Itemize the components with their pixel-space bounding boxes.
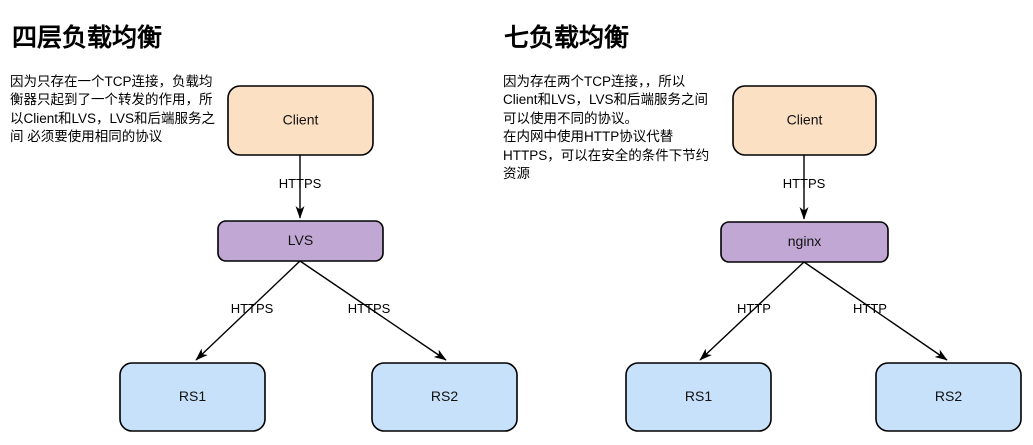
edge-label-lvs-to-rs2: HTTPS (348, 301, 391, 316)
node-rs1-label: RS1 (179, 388, 206, 404)
edge-label-nginx-to-rs1: HTTP (737, 301, 771, 316)
node-rs2-layer4[interactable]: RS2 (371, 362, 518, 432)
panel-description-layer7: 因为存在两个TCP连接，，所以Client和LVS，LVS和后端服务之间可以使用… (503, 74, 710, 182)
node-client-layer7[interactable]: Client (732, 85, 877, 156)
node-lvs-shape[interactable] (217, 220, 384, 262)
edge-label-lvs-to-rs1: HTTPS (231, 301, 274, 316)
edge-lvs-to-rs1 (195, 260, 301, 361)
node-rs1-shape[interactable] (119, 362, 266, 432)
node-rs2-label: RS2 (431, 388, 458, 404)
node-rs1-shape[interactable] (625, 362, 772, 432)
node-client-label: Client (787, 112, 823, 128)
edge-label-client-to-lvs: HTTPS (279, 176, 322, 191)
node-lvs[interactable]: LVS (217, 220, 384, 262)
node-nginx-shape[interactable] (720, 221, 889, 263)
node-rs2-shape[interactable] (371, 362, 518, 432)
node-client-shape[interactable] (732, 85, 877, 156)
node-rs1-layer7[interactable]: RS1 (625, 362, 772, 432)
panel-description-layer4: 因为只存在一个TCP连接，负载均衡器只起到了一个转发的作用，所以Client和L… (10, 74, 216, 145)
panel-layer4: 四层负载均衡 因为只存在一个TCP连接，负载均衡器只起到了一个转发的作用，所以C… (0, 0, 518, 445)
edge-nginx-to-rs1 (699, 261, 805, 361)
node-client-label: Client (283, 112, 319, 128)
node-rs2-label: RS2 (935, 388, 962, 404)
diagram-layer4: HTTPS HTTPS HTTPS Client LVS RS1 RS2 (119, 85, 518, 432)
edge-lvs-to-rs2 (299, 260, 447, 361)
node-rs1-label: RS1 (685, 388, 712, 404)
node-rs2-shape[interactable] (875, 362, 1022, 432)
node-lvs-label: LVS (288, 232, 313, 248)
panel-title-layer7: 七负载均衡 (504, 24, 630, 52)
panel-layer7: 七负载均衡 因为存在两个TCP连接，，所以Client和LVS，LVS和后端服务… (495, 0, 1033, 445)
node-nginx-label: nginx (788, 233, 821, 249)
node-rs1-layer4[interactable]: RS1 (119, 362, 266, 432)
panel-title-layer4: 四层负载均衡 (12, 24, 163, 52)
edge-nginx-to-rs2 (803, 261, 948, 361)
node-client-shape[interactable] (227, 85, 374, 156)
node-client-layer4[interactable]: Client (227, 85, 374, 156)
diagram-layer7: HTTPS HTTP HTTP Client nginx RS1 RS2 (625, 85, 1022, 432)
node-rs2-layer7[interactable]: RS2 (875, 362, 1022, 432)
edge-label-nginx-to-rs2: HTTP (853, 301, 887, 316)
edge-label-client-to-nginx: HTTPS (783, 176, 826, 191)
node-nginx[interactable]: nginx (720, 221, 889, 263)
